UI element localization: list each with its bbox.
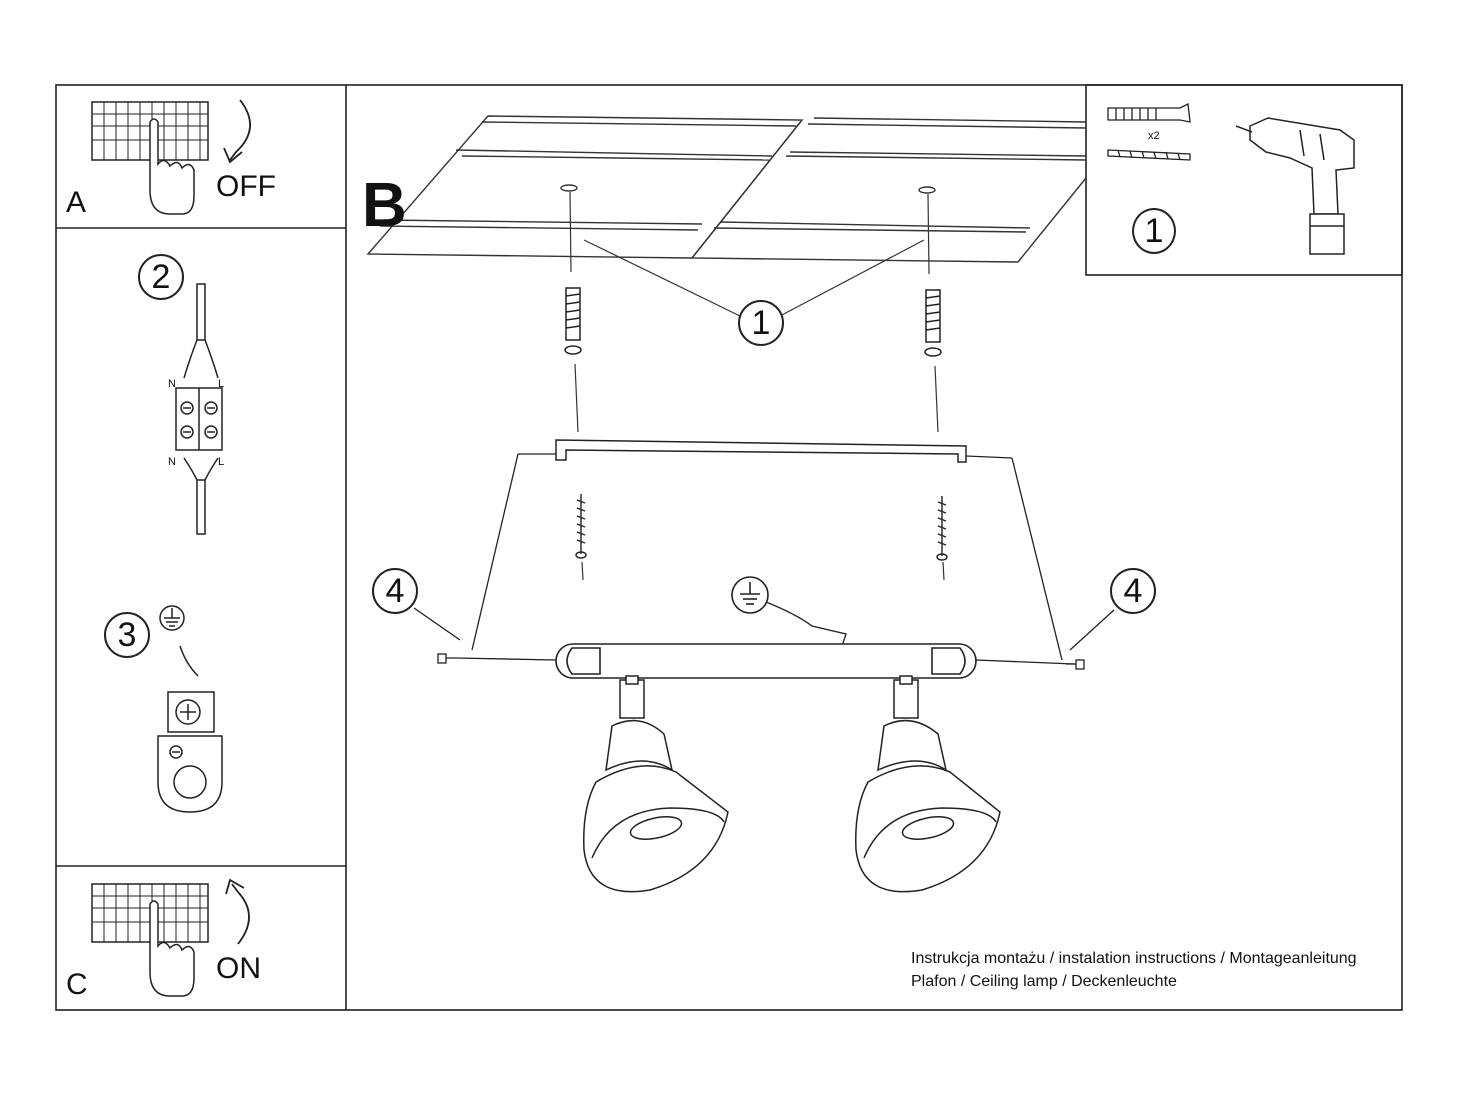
wiring-step-callout: 2 bbox=[138, 254, 184, 300]
lamp-canopy bbox=[555, 643, 977, 679]
drill-icon bbox=[1235, 117, 1355, 255]
breaker-on-icon bbox=[91, 878, 250, 997]
side-screw-left-callout: 4 bbox=[372, 568, 418, 614]
side-screw-left-icon bbox=[437, 653, 456, 664]
footer-instructions: Instrukcja montażu / instalation instruc… bbox=[911, 950, 1357, 967]
wall-plug-right-icon bbox=[924, 289, 942, 357]
screw-left-icon bbox=[575, 494, 587, 559]
wiring-step-number: 2 bbox=[151, 257, 171, 296]
on-label: ON bbox=[216, 952, 261, 985]
panel-c-letter: C bbox=[66, 968, 88, 1001]
side-screw-right-icon bbox=[1066, 659, 1085, 670]
ground-symbol-icon bbox=[731, 576, 769, 614]
ground-symbol-small bbox=[159, 605, 185, 631]
screw-right-icon bbox=[936, 496, 948, 561]
side-screw-right-number: 4 bbox=[1123, 571, 1143, 610]
side-screw-right-callout: 4 bbox=[1110, 568, 1156, 614]
neutral-label-top: N bbox=[168, 378, 176, 390]
ground-terminal-icon bbox=[157, 605, 223, 813]
drill-step-number: 1 bbox=[751, 303, 771, 342]
panel-a-letter: A bbox=[66, 186, 87, 219]
tools-step-callout: 1 bbox=[1132, 208, 1176, 254]
footer-product: Plafon / Ceiling lamp / Deckenleuchte bbox=[911, 973, 1177, 990]
tools-step-number: 1 bbox=[1144, 211, 1164, 250]
arrow-up-icon bbox=[231, 883, 250, 945]
spotlight-right bbox=[855, 675, 1001, 893]
off-label: OFF bbox=[216, 170, 276, 203]
tools-box bbox=[1085, 84, 1403, 276]
quantity-label: x2 bbox=[1148, 130, 1160, 142]
ground-step-number: 3 bbox=[117, 615, 137, 654]
wall-plug-kit-icon bbox=[1107, 103, 1191, 161]
terminal-block-icon bbox=[175, 283, 223, 535]
arrow-down-icon bbox=[229, 99, 251, 161]
live-label-bottom: L bbox=[218, 456, 225, 468]
breaker-off-icon bbox=[91, 99, 251, 215]
live-label-top: L bbox=[218, 378, 225, 390]
spotlight-left bbox=[583, 675, 729, 893]
neutral-label-bottom: N bbox=[168, 456, 176, 468]
panel-b-letter: B bbox=[362, 171, 407, 240]
drill-guides bbox=[569, 191, 945, 581]
drill-step-callout: 1 bbox=[738, 300, 784, 346]
mounting-bracket bbox=[555, 439, 967, 463]
outer-frame bbox=[55, 84, 1403, 1011]
ceiling-tiles bbox=[366, 115, 1087, 263]
wall-plug-left-icon bbox=[564, 287, 582, 355]
ground-step-callout: 3 bbox=[104, 612, 150, 658]
side-screw-left-number: 4 bbox=[385, 571, 405, 610]
